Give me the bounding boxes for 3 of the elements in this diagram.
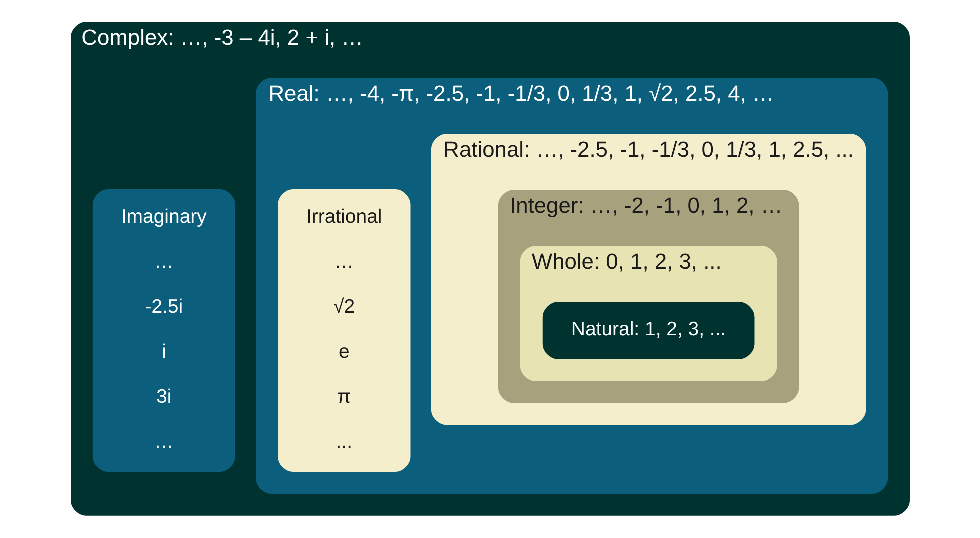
node-box: Natural: 1, 2, 3, ... [542, 302, 754, 360]
node-box: Irrational … √2 e π ... [278, 190, 410, 472]
node-box: Imaginary … -2.5i i 3i … [92, 190, 235, 472]
